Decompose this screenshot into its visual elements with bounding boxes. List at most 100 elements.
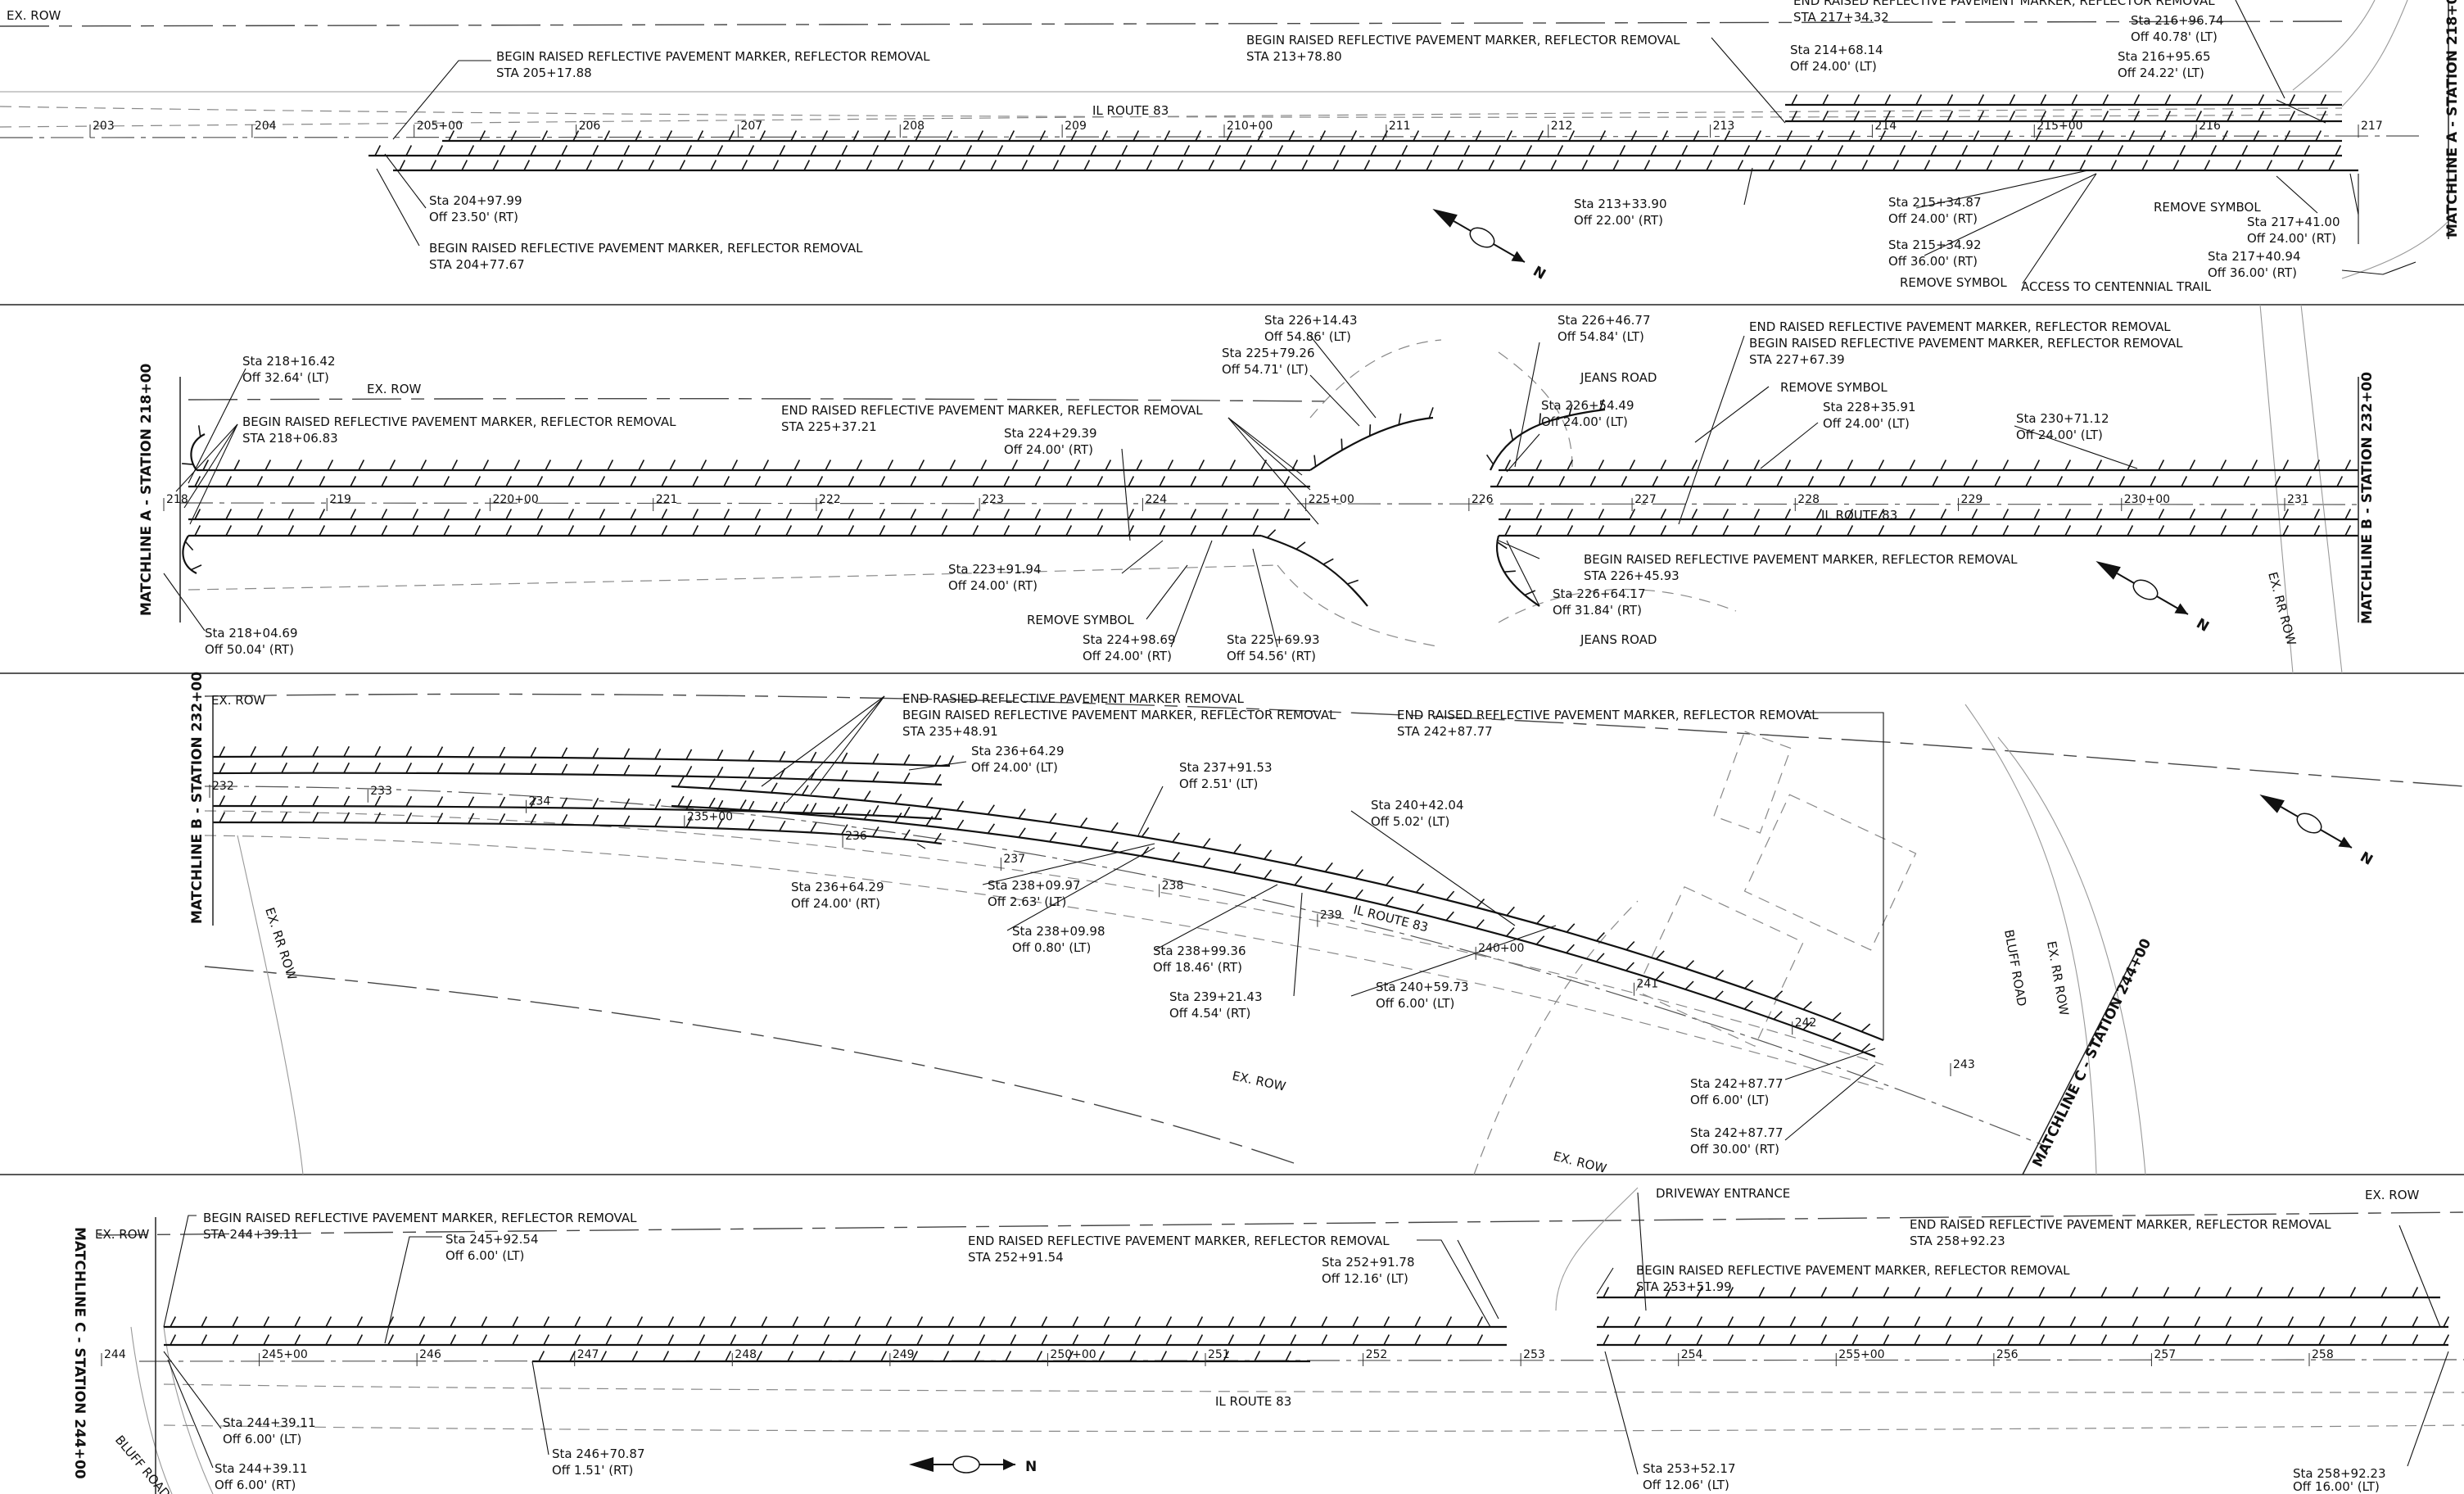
raised-marker-symbol [623, 145, 631, 156]
raised-marker-symbol [2132, 1287, 2139, 1298]
raised-marker-symbol [1755, 130, 1762, 142]
raised-marker-symbol [450, 1334, 457, 1346]
station-value: Sta 223+91.94 [948, 562, 1042, 577]
raised-marker-symbol [1691, 460, 1698, 471]
station-value: Sta 204+97.99 [429, 193, 522, 208]
raised-marker-symbol [1347, 579, 1359, 585]
raised-marker-symbol [1909, 525, 1916, 536]
raised-marker-symbol [1321, 1334, 1328, 1346]
raised-marker-symbol [679, 160, 686, 171]
raised-marker-symbol [1684, 980, 1694, 990]
raised-marker-symbol [461, 160, 468, 171]
matchline-label: MATCHLINE C - STATION 244+00 [2030, 936, 2155, 1170]
raised-marker-symbol [387, 1334, 395, 1346]
raised-marker-symbol [256, 476, 264, 487]
offset-value: Off 32.64' (LT) [242, 370, 329, 385]
station-value: Sta 218+04.69 [205, 626, 298, 641]
raised-marker-symbol [219, 746, 226, 758]
marker-note-line2: STA 218+06.83 [242, 431, 338, 446]
raised-marker-symbol [1072, 1334, 1079, 1346]
raised-marker-symbol [728, 130, 735, 142]
raised-marker-symbol [381, 509, 388, 520]
offset-value: Off 24.00' (LT) [1823, 416, 1910, 431]
raised-marker-symbol [567, 525, 575, 536]
marker-line [182, 535, 197, 574]
raised-marker-symbol [443, 509, 450, 520]
raised-marker-symbol [1226, 130, 1233, 142]
raised-marker-symbol [1789, 1287, 1797, 1298]
raised-marker-symbol [816, 509, 824, 520]
station-tick-label: 244 [104, 1348, 126, 1361]
offset-value: Off 12.06' (LT) [1643, 1478, 1729, 1492]
raised-marker-symbol [2272, 145, 2280, 156]
raised-marker-symbol [1432, 145, 1440, 156]
raised-marker-symbol [1096, 476, 1104, 487]
raised-marker-symbol [1074, 460, 1081, 471]
raised-marker-symbol [2227, 94, 2234, 106]
raised-marker-symbol [1506, 927, 1515, 937]
raised-marker-symbol [1727, 1287, 1734, 1298]
raised-marker-symbol [974, 1351, 981, 1362]
driveway-label: DRIVEWAY ENTRANCE [1656, 1186, 1790, 1201]
panel-3 [204, 693, 2464, 1175]
raised-marker-symbol [448, 130, 455, 142]
raised-marker-symbol [2274, 476, 2281, 487]
raised-marker-symbol [184, 541, 194, 551]
raised-marker-symbol [1003, 509, 1010, 520]
raised-marker-symbol [2225, 1287, 2232, 1298]
marker-line [212, 755, 943, 767]
raised-marker-symbol [1753, 460, 1761, 471]
raised-marker-symbol [1634, 1287, 1641, 1298]
raised-marker-symbol [717, 145, 724, 156]
leader-line [908, 761, 967, 771]
leader-line [1170, 540, 1213, 648]
raised-marker-symbol [1860, 1023, 1871, 1032]
raised-marker-symbol [699, 1316, 706, 1328]
marker-note-line2: STA 226+45.93 [1584, 568, 1680, 583]
marker-note-line1: BEGIN RAISED REFLECTIVE PAVEMENT MARKER,… [496, 49, 930, 64]
station-value: Sta 218+16.42 [242, 354, 336, 369]
marker-line [671, 804, 1876, 1058]
offset-value: Off 30.00' (RT) [1690, 1142, 1779, 1157]
raised-marker-symbol [343, 762, 350, 774]
raised-marker-symbol [700, 460, 708, 471]
raised-marker-symbol [250, 795, 257, 807]
raised-marker-symbol [412, 525, 419, 536]
marker-line [1489, 408, 1606, 471]
raised-marker-symbol [1070, 130, 1078, 142]
leader-line [2276, 99, 2326, 124]
raised-marker-symbol [823, 1316, 830, 1328]
remove-symbol-note: REMOVE SYMBOL [1027, 613, 1134, 627]
raised-marker-symbol [1504, 509, 1512, 520]
raised-marker-symbol [785, 509, 793, 520]
raised-marker-symbol [325, 1334, 332, 1346]
raised-marker-symbol [725, 1351, 732, 1362]
raised-marker-symbol [561, 145, 568, 156]
raised-marker-symbol [499, 145, 506, 156]
raised-marker-symbol [436, 145, 444, 156]
raised-marker-symbol [1599, 130, 1607, 142]
raised-marker-symbol [2033, 525, 2041, 536]
raised-marker-symbol [1152, 145, 1160, 156]
raised-marker-symbol [170, 1334, 177, 1346]
raised-marker-symbol [623, 764, 631, 776]
raised-marker-symbol [1806, 145, 1813, 156]
raised-marker-symbol [2164, 111, 2172, 122]
raised-marker-symbol [1129, 1351, 1137, 1362]
raised-marker-symbol [1869, 476, 1877, 487]
raised-marker-symbol [1581, 160, 1589, 171]
station-value: Sta 252+91.78 [1322, 1255, 1415, 1270]
raised-marker-symbol [2225, 1316, 2232, 1328]
raised-marker-symbol [1744, 980, 1754, 989]
raised-marker-symbol [1232, 863, 1241, 874]
raised-marker-symbol [2158, 509, 2165, 520]
raised-marker-symbol [871, 826, 879, 837]
raised-marker-symbol [1784, 460, 1792, 471]
raised-marker-symbol [1851, 1287, 1859, 1298]
raised-marker-symbol [1257, 130, 1264, 142]
raised-marker-symbol [956, 800, 965, 812]
raised-marker-symbol [779, 820, 786, 831]
raised-marker-symbol [2009, 111, 2016, 122]
raised-marker-symbol [979, 1334, 986, 1346]
leader-line [1694, 386, 1770, 443]
